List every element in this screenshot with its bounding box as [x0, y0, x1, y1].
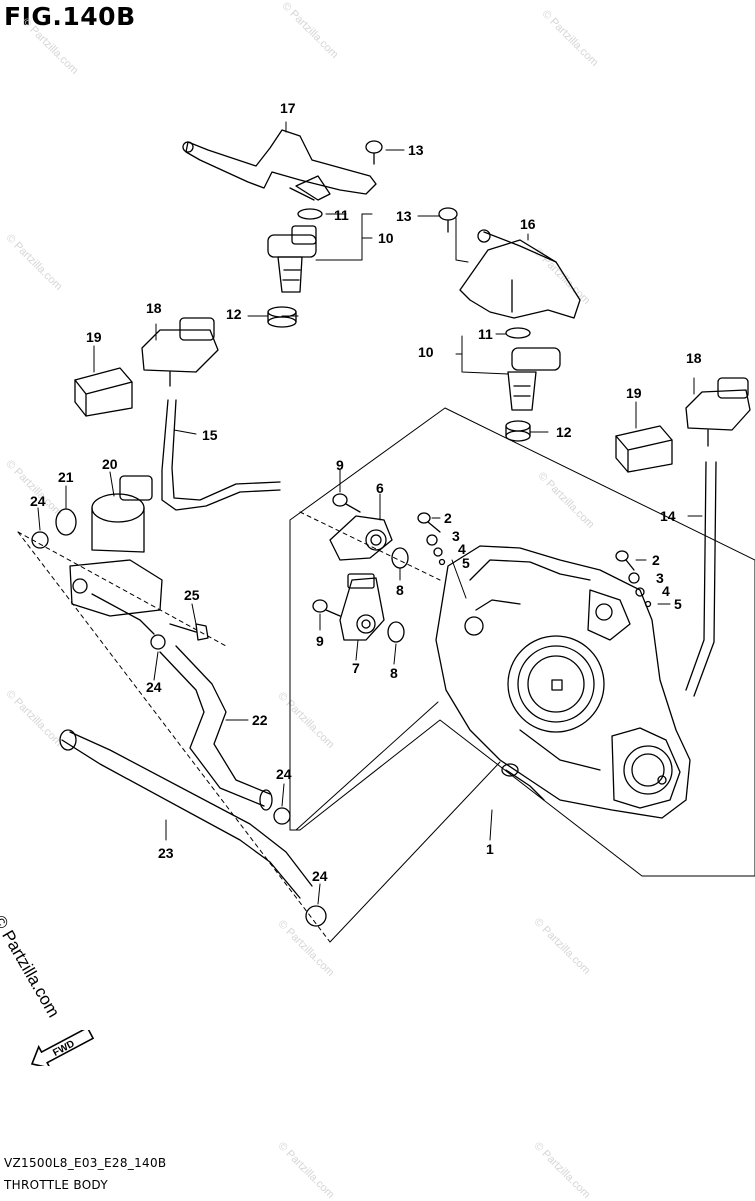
hose-clamp	[273, 807, 291, 825]
callout-23: 23	[158, 845, 174, 861]
callout-22: 22	[252, 712, 268, 728]
idle-air-valve	[69, 475, 163, 635]
callout-1: 1	[486, 841, 494, 857]
callout-10: 10	[418, 344, 434, 360]
callout-12: 12	[226, 306, 242, 322]
callout-4: 4	[458, 541, 466, 557]
throttle-position-sensor	[329, 515, 393, 561]
callout-19: 19	[626, 385, 642, 401]
screw	[365, 140, 383, 165]
callout-11: 11	[334, 207, 349, 223]
callout-10: 10	[378, 230, 394, 246]
washer	[433, 547, 443, 557]
spring	[426, 534, 438, 546]
callout-18: 18	[686, 350, 702, 366]
assembly-outline	[289, 407, 755, 877]
callout-14: 14	[660, 508, 676, 524]
callout-20: 20	[102, 456, 118, 472]
callout-24: 24	[312, 868, 328, 884]
vacuum-hose	[685, 461, 707, 691]
callout-15: 15	[202, 427, 218, 443]
forward-arrow-icon: FWD	[30, 1030, 95, 1066]
leader-line	[17, 531, 331, 943]
callout-17: 17	[280, 100, 296, 116]
vacuum-hose	[693, 461, 717, 697]
callout-16: 16	[520, 216, 536, 232]
callout-19: 19	[86, 329, 102, 345]
callout-9: 9	[316, 633, 324, 649]
hose-clamp	[31, 531, 49, 549]
screw	[312, 599, 341, 617]
leader-line	[295, 701, 439, 831]
callout-7: 7	[352, 660, 360, 676]
callout-3: 3	[452, 528, 460, 544]
hose-clamp	[150, 634, 166, 650]
fuel-pipe	[459, 229, 581, 319]
vacuum-hose	[161, 399, 281, 511]
callout-2: 2	[652, 552, 660, 568]
callout-5: 5	[462, 555, 470, 571]
callout-4: 4	[662, 583, 670, 599]
leader-line	[329, 761, 501, 943]
hose	[175, 645, 271, 795]
callout-13: 13	[408, 142, 424, 158]
callout-25: 25	[184, 587, 200, 603]
callout-6: 6	[376, 480, 384, 496]
o-ring	[387, 621, 405, 643]
screw	[332, 493, 361, 513]
screw	[438, 207, 458, 233]
section-title: THROTTLE BODY	[4, 1178, 108, 1192]
hose-clamp	[305, 905, 327, 927]
adjust-screw	[417, 512, 441, 533]
callout-12: 12	[556, 424, 572, 440]
callout-11: 11	[478, 326, 493, 342]
spring	[628, 572, 640, 584]
gasket	[55, 508, 77, 536]
callout-24: 24	[146, 679, 162, 695]
sensor-bracket	[74, 367, 133, 417]
sensor-bracket	[615, 425, 673, 473]
bolt	[169, 623, 209, 641]
o-ring	[438, 558, 446, 566]
callout-18: 18	[146, 300, 162, 316]
fwd-label: FWD	[51, 1038, 76, 1058]
callout-9: 9	[336, 457, 344, 473]
vacuum-hose	[171, 399, 281, 501]
o-ring	[505, 327, 531, 339]
fuel-injector	[267, 225, 317, 293]
callout-8: 8	[390, 665, 398, 681]
hose	[69, 731, 313, 887]
o-ring	[297, 208, 323, 220]
callout-5: 5	[674, 596, 682, 612]
model-code: VZ1500L8_E03_E28_140B	[4, 1156, 167, 1170]
callout-2: 2	[444, 510, 452, 526]
callout-24: 24	[30, 493, 46, 509]
leader-line	[299, 511, 441, 581]
pressure-sensor	[685, 377, 751, 447]
adjust-screw	[615, 550, 635, 571]
callout-8: 8	[396, 582, 404, 598]
fuel-injector	[507, 347, 561, 411]
leader-line	[17, 531, 227, 647]
fuel-delivery-pipe	[182, 129, 377, 201]
injector-seal	[505, 420, 531, 442]
figure-title: FIG.140B	[4, 2, 136, 31]
hose	[61, 739, 301, 899]
callout-3: 3	[656, 570, 664, 586]
callout-13: 13	[396, 208, 412, 224]
callout-21: 21	[58, 469, 74, 485]
hose	[159, 651, 265, 807]
washer	[635, 587, 645, 597]
pressure-sensor	[141, 317, 219, 387]
injector-seal	[267, 306, 297, 328]
callout-24: 24	[276, 766, 292, 782]
throttle-sensor	[339, 573, 385, 641]
throttle-body	[435, 545, 691, 819]
